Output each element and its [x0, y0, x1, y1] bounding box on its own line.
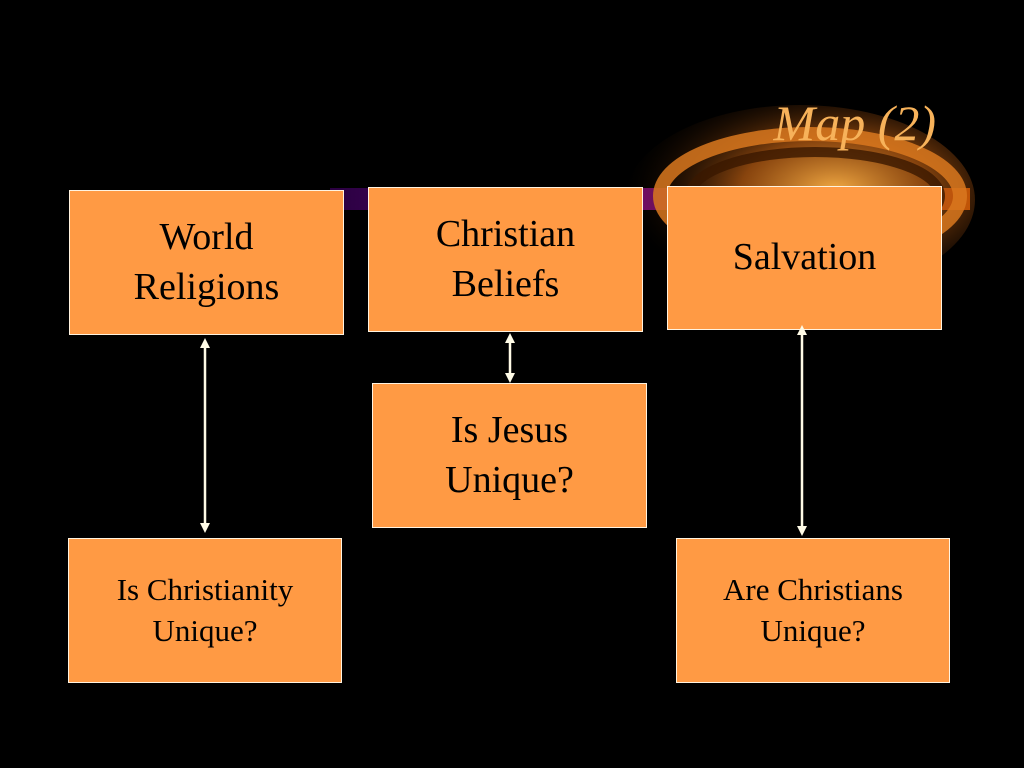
box-world-religions: World Religions [69, 190, 344, 335]
box-is-christianity-unique: Is Christianity Unique? [68, 538, 342, 683]
box-are-christians-unique: Are Christians Unique? [676, 538, 950, 683]
slide-title: Map (2) [773, 95, 936, 151]
box-salvation-line1: Salvation [732, 236, 877, 279]
box-is-christianity-unique-line1: Is Christianity [116, 572, 294, 608]
box-are-christians-unique-line1: Are Christians [723, 572, 903, 608]
box-is-jesus-unique: Is Jesus Unique? [372, 383, 647, 528]
box-is-jesus-unique-line1: Is Jesus [450, 409, 569, 452]
box-salvation: Salvation [667, 186, 942, 330]
box-world-religions-line1: World [159, 216, 254, 259]
box-christian-beliefs-line2: Beliefs [451, 262, 560, 305]
box-christian-beliefs: Christian Beliefs [368, 187, 643, 332]
box-is-jesus-unique-line2: Unique? [445, 458, 574, 501]
box-world-religions-line2: Religions [133, 265, 280, 308]
box-are-christians-unique-line2: Unique? [760, 612, 866, 648]
box-is-christianity-unique-line2: Unique? [152, 612, 258, 648]
box-christian-beliefs-line1: Christian [435, 213, 576, 256]
